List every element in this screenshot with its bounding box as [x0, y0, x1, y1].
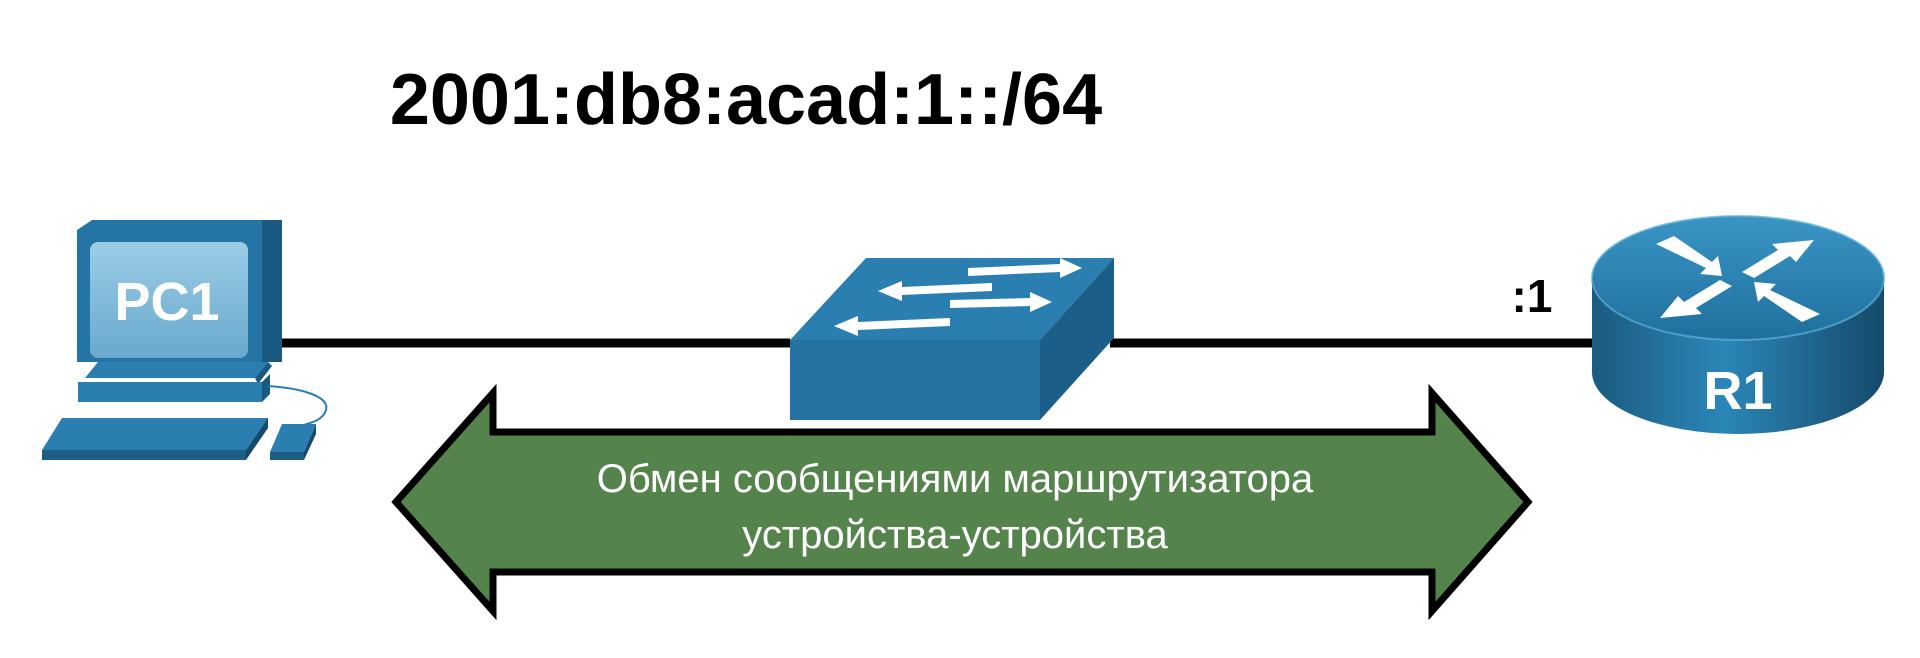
- subnet-prefix-title: 2001:db8:acad:1::/64: [390, 60, 1102, 140]
- double-arrow-icon: [391, 383, 1533, 621]
- router-label: R1: [1703, 361, 1772, 421]
- router-interface-id: :1: [1512, 270, 1553, 322]
- pc-label: PC1: [114, 272, 219, 332]
- switch-icon: [790, 258, 1114, 420]
- exchange-label-line2: устройства-устройства: [742, 513, 1168, 557]
- exchange-label-line1: Обмен сообщениями маршрутизатора: [597, 457, 1314, 501]
- desktop-computer-icon: [42, 220, 328, 460]
- router-icon: [1591, 215, 1885, 434]
